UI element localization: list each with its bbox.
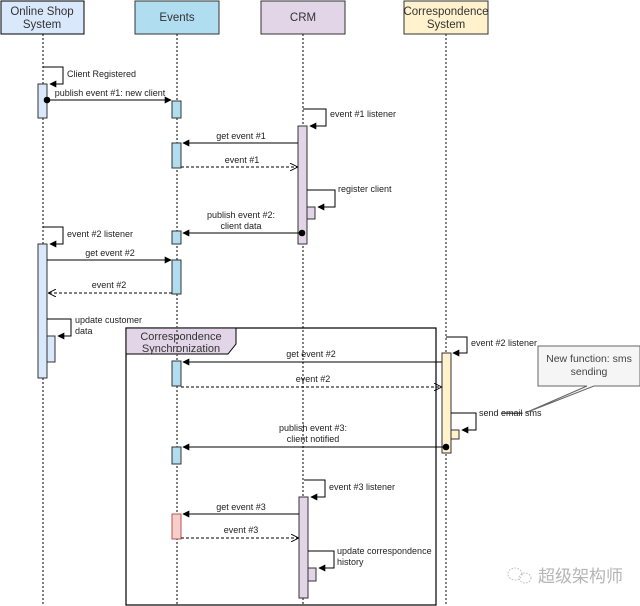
message-label: register client [338, 184, 392, 194]
message-publish-event-2: publish event #2: client data [182, 210, 306, 237]
message-label: publish event #1: new client [55, 88, 166, 98]
message-label: get event #1 [216, 131, 266, 141]
activation-corr-send [450, 429, 460, 440]
message-label: get event #2 [85, 248, 135, 258]
activation-crm-2 [298, 496, 309, 599]
message-event-1-listener: event #1 listener [303, 108, 396, 130]
participant-online-shop: Online Shop System [0, 0, 85, 35]
participant-crm: CRM [260, 0, 346, 35]
watermark-text: 超级架构师 [538, 567, 623, 586]
activation-crm-1 [297, 125, 308, 245]
message-label: update correspondence [337, 546, 432, 556]
activation-events-7-highlight [171, 513, 182, 540]
message-label: history [337, 557, 364, 567]
fragment-label-box [125, 327, 237, 355]
note-text: New function: sms [546, 353, 632, 365]
message-update-customer-data: update customer data [47, 315, 142, 340]
message-label: client data [220, 221, 261, 231]
message-label: event #2 listener [67, 229, 133, 239]
activation-shop-2 [37, 243, 48, 379]
activation-crm-update [307, 567, 317, 582]
activation-shop-update [46, 335, 56, 363]
message-publish-event-1: publish event #1: new client [43, 88, 172, 104]
message-label: event #1 listener [330, 109, 396, 119]
participant-correspondence: Correspondence System [403, 0, 489, 35]
note-text: sending [571, 366, 608, 378]
message-label: event #2 [92, 280, 127, 290]
label-part: send [479, 408, 501, 418]
message-label: event #1 [225, 155, 260, 165]
activation-events-3 [171, 230, 182, 245]
message-client-registered: Client Registered [43, 66, 136, 88]
message-register-client: register client [307, 184, 392, 211]
message-label: event #2 [296, 374, 331, 384]
message-event-3-listener: event #3 listener [304, 479, 395, 501]
message-label: client notified [287, 434, 340, 444]
message-send-sms: send email sms [451, 408, 542, 434]
message-label: get event #3 [216, 502, 266, 512]
activation-events-1 [171, 100, 182, 119]
message-get-event-2-shop: get event #2 [47, 248, 172, 264]
participant-label: Correspondence [403, 6, 488, 18]
message-label: publish event #3: [279, 423, 347, 433]
participant-label: Events [159, 12, 194, 24]
participant-label: System [23, 19, 61, 31]
activation-events-4 [171, 259, 182, 295]
message-label: event #2 listener [471, 338, 537, 348]
message-label: event #3 [224, 525, 259, 535]
fragment-label-line2: Synchronization [142, 343, 220, 355]
message-label: data [75, 326, 93, 336]
fragment-frame: Correspondence Synchronization [125, 327, 437, 606]
message-return-event-2-shop: event #2 [49, 280, 172, 293]
message-label: publish event #2: [207, 210, 275, 220]
activation-events-2 [171, 142, 182, 169]
message-label: event #3 listener [329, 482, 395, 492]
message-label: get event #2 [286, 349, 336, 359]
message-label: update customer [75, 315, 142, 325]
message-publish-event-3: publish event #3: client notified [182, 423, 450, 451]
message-get-event-2-corr: get event #2 [182, 349, 442, 366]
activation-events-6 [171, 446, 182, 465]
participant-label: System [427, 19, 465, 31]
message-event-2-listener-corr: event #2 listener [446, 336, 537, 357]
message-event-2-listener-shop: event #2 listener [43, 226, 133, 248]
label-part: sms [523, 408, 542, 418]
wechat-icon [507, 567, 532, 584]
callout-note: New function: sms sending [524, 345, 640, 414]
participant-label: CRM [290, 12, 316, 24]
message-return-event-2-corr: event #2 [181, 374, 441, 387]
message-get-event-1: get event #1 [182, 131, 298, 147]
message-label: Client Registered [67, 69, 136, 79]
watermark: 超级架构师 [507, 567, 623, 586]
participant-label: Online Shop [10, 6, 73, 18]
message-update-correspondence-history: update correspondence history [308, 546, 432, 572]
activation-corr-1 [441, 352, 452, 454]
message-return-event-3: event #3 [181, 525, 298, 538]
message-get-event-3: get event #3 [182, 502, 299, 518]
activation-crm-register [306, 206, 316, 220]
fragment-label-line1: Correspondence [140, 331, 221, 343]
activation-events-5 [171, 360, 182, 387]
message-return-event-1: event #1 [181, 155, 297, 167]
callout-shape [524, 345, 640, 414]
participant-events: Events [134, 0, 220, 35]
